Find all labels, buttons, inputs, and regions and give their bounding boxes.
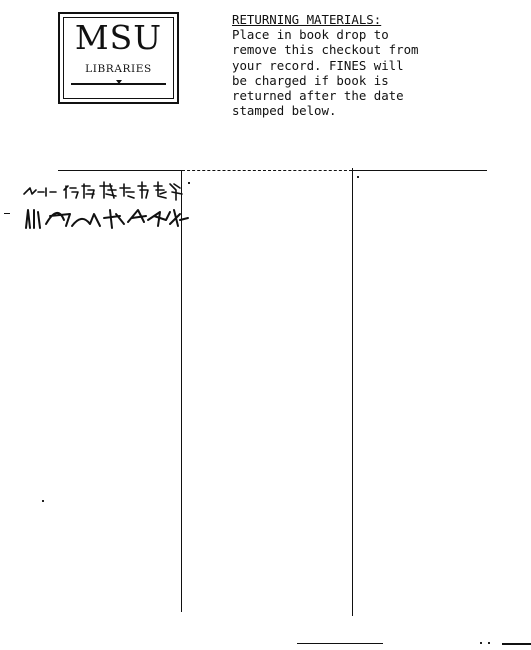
bottom-speck [480,642,482,644]
notice-line: stamped below. [232,103,337,119]
stray-speck [357,176,359,178]
msu-libraries-logo: MSU LIBRARIES [58,12,179,104]
date-due-top-rule-right [352,170,487,171]
notice-line: your record. FINES will [232,57,404,73]
notice-line: remove this checkout from [232,42,419,58]
date-due-column-divider-right [352,168,353,616]
stray-speck [42,500,44,502]
bottom-rule-center [297,643,383,644]
bottom-rule-right [502,643,531,645]
notice-heading: RETURNING MATERIALS: [232,12,382,27]
date-due-top-rule-middle [182,170,352,171]
notice-line: returned after the date [232,88,404,104]
bottom-speck [488,642,490,644]
returning-materials-notice: RETURNING MATERIALS: Place in book drop … [232,12,528,118]
date-due-top-rule-left [58,170,182,171]
date-due-column-divider-left-tail [181,560,182,612]
date-due-column-divider-left [181,170,182,610]
logo-underline-bar [71,83,166,85]
logo-inner-frame [63,17,174,99]
notice-line: be charged if book is [232,72,389,88]
margin-mark [4,213,10,214]
logo-title: MSU [74,18,163,57]
logo-bar-notch [115,80,122,84]
handwritten-stamp-mark [23,181,189,229]
notice-line: Place in book drop to [232,27,389,43]
logo-subtitle: LIBRARIES [85,63,152,75]
stray-speck [188,182,190,184]
